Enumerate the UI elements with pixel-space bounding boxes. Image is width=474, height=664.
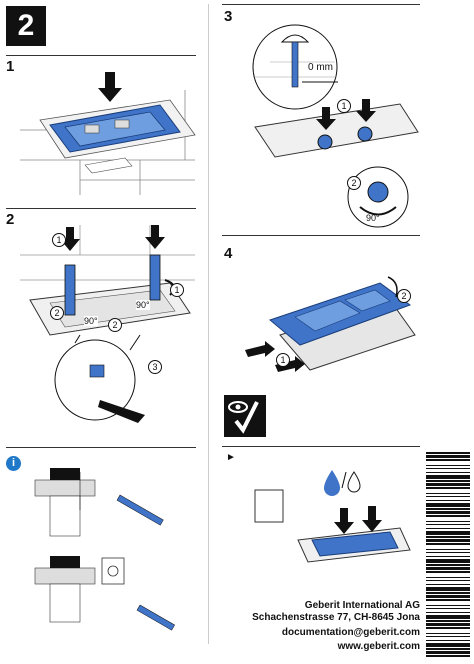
barcode-stripe <box>426 539 470 542</box>
callout-1: 1 <box>52 233 66 247</box>
divider <box>6 55 196 56</box>
angle-label: 90° <box>366 213 380 223</box>
barcode-stripe <box>426 605 470 606</box>
step-2-number: 2 <box>6 211 15 228</box>
notice-arrow-icon: ► <box>226 452 236 463</box>
callout-2: 2 <box>347 176 361 190</box>
barcode-stripe <box>426 564 470 566</box>
barcode-stripe <box>426 472 470 473</box>
check-icon <box>224 395 266 437</box>
cleaning-illustration <box>254 470 411 563</box>
barcode-stripe <box>426 521 470 522</box>
barcode-stripe <box>426 475 470 479</box>
barcode-stripe <box>426 627 470 629</box>
callout-1: 1 <box>170 283 184 297</box>
barcode-stripe <box>426 633 470 634</box>
barcode-stripe <box>426 536 470 538</box>
barcode-stripe <box>426 651 470 654</box>
company-address: Schachenstrasse 77, CH-8645 Jona <box>252 612 420 623</box>
barcode-stripe <box>426 552 470 553</box>
barcode-stripe <box>426 483 470 486</box>
barcode-stripe <box>426 615 470 619</box>
barcode-stripe <box>426 623 470 626</box>
barcode-stripe <box>426 500 470 501</box>
barcode-stripe <box>426 595 470 598</box>
step-4-number: 4 <box>224 245 233 262</box>
barcode-stripe <box>426 580 470 581</box>
divider <box>222 4 420 5</box>
barcode-stripe <box>426 465 470 466</box>
barcode-stripe <box>426 508 470 510</box>
step-header-badge: 2 <box>6 6 46 46</box>
step-1-number: 1 <box>6 58 15 75</box>
barcode-stripe <box>426 608 470 609</box>
barcode-stripe <box>426 556 470 557</box>
callout-1: 1 <box>337 99 351 113</box>
barcode-stripe <box>426 636 470 637</box>
barcode-stripe <box>426 524 470 525</box>
divider <box>222 235 420 236</box>
divider <box>6 447 196 448</box>
info-icon: i <box>6 456 21 471</box>
company-email[interactable]: documentation@geberit.com <box>281 627 420 638</box>
barcode-stripe <box>426 459 470 461</box>
step-2-illustration <box>20 225 195 423</box>
barcode-stripe <box>426 559 470 563</box>
barcode-stripe <box>426 599 470 601</box>
callout-3: 3 <box>148 360 162 374</box>
divider <box>222 446 420 447</box>
barcode-stripe <box>426 543 470 545</box>
divider <box>6 208 196 209</box>
callout-2: 2 <box>397 289 411 303</box>
barcode-stripe <box>426 487 470 489</box>
barcode-stripe <box>426 549 470 550</box>
barcode-stripe <box>426 528 470 529</box>
barcode-stripe <box>426 655 470 657</box>
barcode-stripe <box>426 511 470 514</box>
barcode-stripe <box>426 503 470 507</box>
barcode-stripe <box>426 480 470 482</box>
measurement-label: 0 mm <box>308 62 333 73</box>
barcode <box>426 452 470 657</box>
step-3-illustration <box>252 24 419 228</box>
angle-label: 90° <box>136 300 150 310</box>
barcode-stripe <box>426 567 470 570</box>
info-illustration <box>34 468 175 631</box>
barcode-stripe <box>426 571 470 573</box>
step-3-number: 3 <box>224 8 233 25</box>
barcode-stripe <box>426 515 470 517</box>
barcode-stripe <box>426 584 470 585</box>
barcode-stripe <box>426 455 470 458</box>
callout-1: 1 <box>276 353 290 367</box>
callout-2: 2 <box>108 318 122 332</box>
company-name: Geberit International AG <box>304 600 420 611</box>
barcode-stripe <box>426 640 470 641</box>
barcode-stripe <box>426 493 470 494</box>
barcode-stripe <box>426 468 470 469</box>
barcode-stripe <box>426 620 470 622</box>
barcode-stripe <box>426 592 470 594</box>
callout-2: 2 <box>50 306 64 320</box>
barcode-stripe <box>426 577 470 578</box>
barcode-stripe <box>426 643 470 647</box>
barcode-stripe <box>426 587 470 591</box>
step-1-illustration <box>20 72 196 195</box>
column-divider <box>208 4 209 644</box>
step-4-illustration <box>245 276 416 372</box>
barcode-stripe <box>426 648 470 650</box>
company-website[interactable]: www.geberit.com <box>337 641 420 652</box>
barcode-stripe <box>426 612 470 613</box>
barcode-stripe <box>426 496 470 497</box>
angle-label: 90° <box>84 316 98 326</box>
barcode-stripe <box>426 452 470 454</box>
barcode-stripe <box>426 531 470 535</box>
